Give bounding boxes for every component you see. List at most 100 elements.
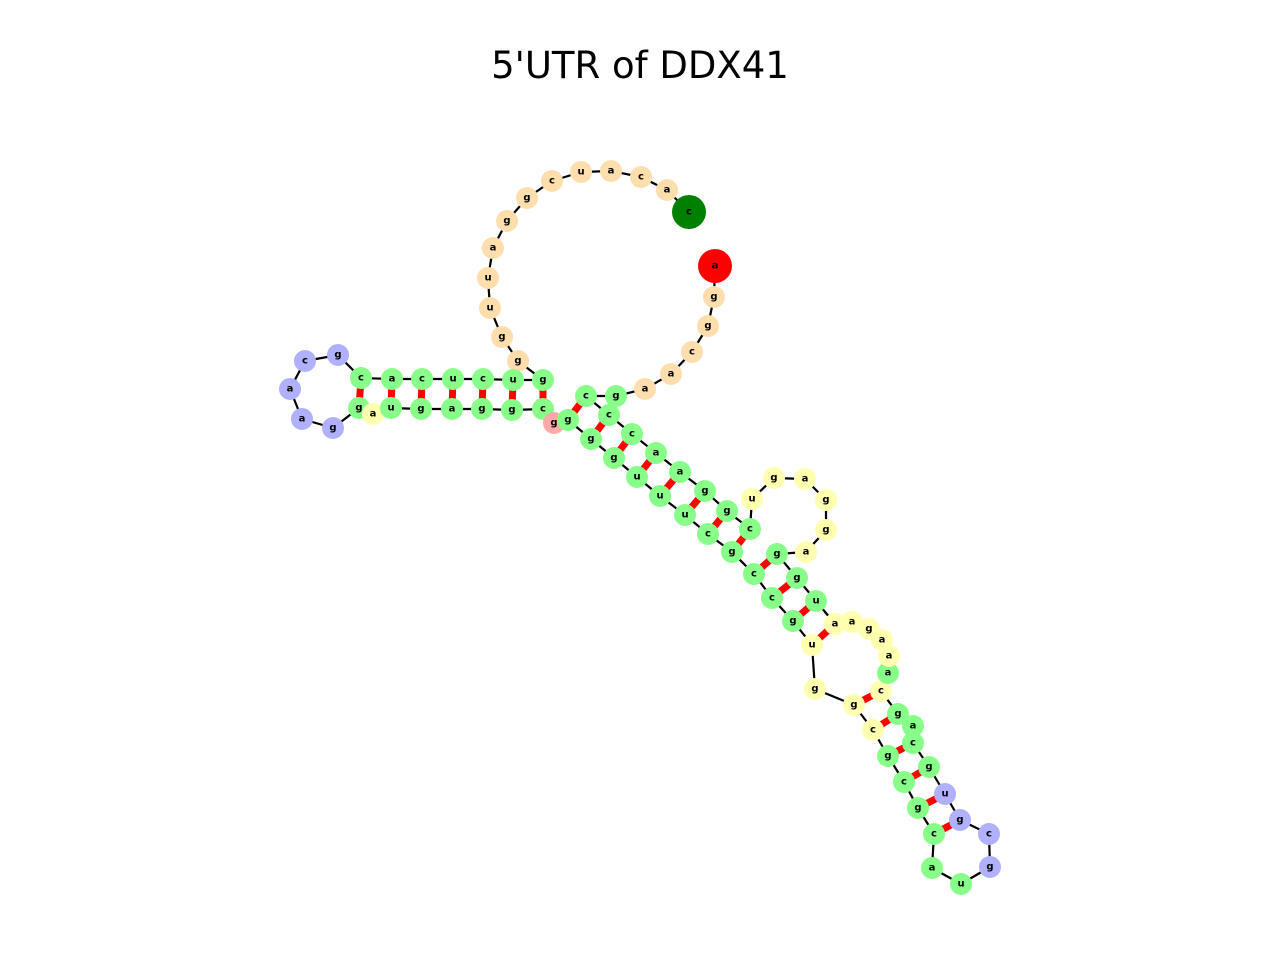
nucleotide-node (907, 797, 929, 819)
nucleotide-label: g (789, 616, 796, 627)
nucleotide-node (815, 519, 837, 541)
nucleotide-label: c (986, 829, 992, 840)
nucleotide-label: u (486, 303, 493, 314)
nucleotide-node (580, 428, 602, 450)
nucleotide-label: a (802, 474, 809, 485)
nucleotide-node (795, 541, 817, 563)
nucleotide-node (482, 237, 504, 259)
nucleotide-node (496, 210, 518, 232)
five-prime-start-node (672, 195, 706, 229)
nucleotide-node (841, 611, 863, 633)
nucleotide-node (761, 587, 783, 609)
nucleotide-node (570, 161, 592, 183)
nucleotide-label: c (747, 524, 753, 535)
nucleotide-label: g (811, 684, 818, 695)
nucleotide-label: a (885, 668, 892, 679)
nucleotide-node (794, 468, 816, 490)
nucleotide-node (804, 678, 826, 700)
nucleotide-label: g (710, 292, 717, 303)
nucleotide-label: c (910, 738, 916, 749)
nucleotide-label: u (957, 879, 964, 890)
nucleotide-label: g (850, 700, 857, 711)
nucleotide-label: c (901, 777, 907, 788)
nucleotide-node (600, 160, 622, 182)
nucleotide-node (893, 771, 915, 793)
nucleotide-node (381, 368, 403, 390)
nucleotide-node (605, 385, 627, 407)
nucleotide-label: g (508, 405, 515, 416)
nucleotide-label: g (865, 624, 872, 635)
nucleotide-label: a (803, 547, 810, 558)
nucleotide-label: u (484, 273, 491, 284)
nucleotide-label: g (587, 434, 594, 445)
nucleotide-node (411, 368, 433, 390)
nucleotide-node (815, 489, 837, 511)
nucleotide-node (491, 326, 513, 348)
nucleotide-node (877, 662, 899, 684)
nucleotide-label: a (668, 369, 675, 380)
nucleotide-label: u (812, 596, 819, 607)
nucleotide-label: a (712, 261, 719, 272)
nucleotide-node (291, 408, 313, 430)
nucleotide-label: a (287, 384, 294, 395)
nucleotide-node (697, 315, 719, 337)
nucleotide-node (697, 523, 719, 545)
nucleotide-node (887, 703, 909, 725)
nucleotide-node (743, 563, 765, 585)
nucleotide-node (918, 756, 940, 778)
nucleotide-node (949, 809, 971, 831)
nucleotide-label: c (606, 410, 612, 421)
nucleotide-label: g (612, 391, 619, 402)
nucleotide-node (862, 719, 884, 741)
nucleotide-label: g (417, 404, 424, 415)
nucleotide-node (626, 466, 648, 488)
nucleotide-label: c (419, 374, 425, 385)
nucleotide-label: g (894, 709, 901, 720)
nucleotide-label: g (822, 495, 829, 506)
nucleotide-label: g (956, 815, 963, 826)
nucleotide-label: g (986, 862, 993, 873)
nucleotide-label: g (773, 549, 780, 560)
nucleotide-label: c (769, 593, 775, 604)
nucleotide-label: u (808, 640, 815, 651)
nucleotide-node (502, 369, 524, 391)
nucleotide-node (858, 618, 880, 640)
nucleotide-node (674, 504, 696, 526)
nucleotide-node (741, 488, 763, 510)
nucleotide-label: c (751, 569, 757, 580)
nucleotide-label: u (941, 789, 948, 800)
nucleotide-node (350, 367, 372, 389)
nucleotide-node (575, 385, 597, 407)
nucleotide-node (923, 823, 945, 845)
nucleotide-label: a (832, 619, 839, 630)
nucleotide-label: g (793, 573, 800, 584)
nucleotide-label: c (686, 207, 692, 218)
nucleotide-label: a (849, 617, 856, 628)
nucleotide-label: c (549, 176, 555, 187)
nucleotide-label: a (370, 409, 377, 420)
nucleotide-node (557, 409, 579, 431)
nucleotide-label: g (610, 453, 617, 464)
nucleotide-node (921, 857, 943, 879)
nucleotide-label: c (689, 347, 695, 358)
nucleotide-node (763, 467, 785, 489)
nucleotide-label: g (334, 350, 341, 361)
nucleotide-label: a (910, 721, 917, 732)
nucleotide-node (477, 267, 499, 289)
nucleotide-label: g (728, 547, 735, 558)
nucleotide-label: c (870, 725, 876, 736)
nucleotide-label: g (503, 216, 510, 227)
nucleotide-node (603, 447, 625, 469)
nucleotide-node (703, 286, 725, 308)
nucleotide-node (902, 732, 924, 754)
nucleotide-node (694, 480, 716, 502)
nucleotide-node (501, 399, 523, 421)
nucleotide-label: a (664, 185, 671, 196)
nucleotide-node (630, 166, 652, 188)
nucleotide-label: c (931, 829, 937, 840)
nucleotide-label: c (480, 374, 486, 385)
nucleotide-node (716, 500, 738, 522)
nucleotide-label: c (705, 529, 711, 540)
nucleotide-node (950, 873, 972, 895)
